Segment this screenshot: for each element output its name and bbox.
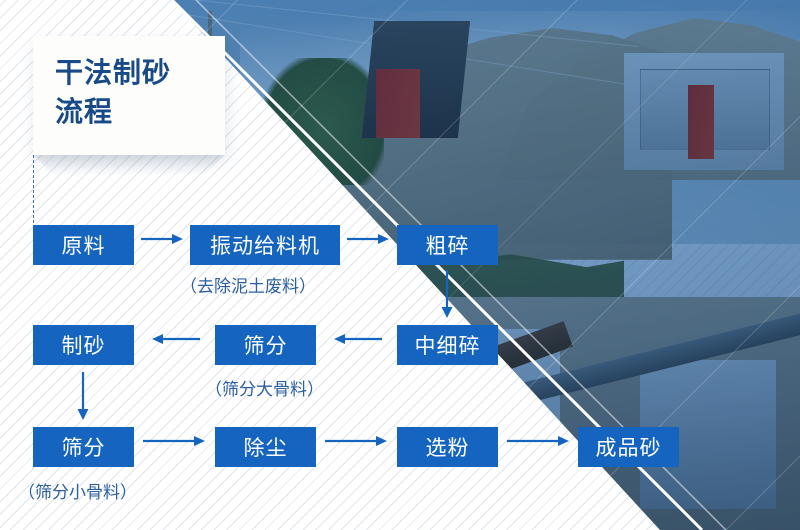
flow-box-r3-2[interactable]: 除尘 xyxy=(215,427,316,467)
flow-box-label: 筛分 xyxy=(243,334,288,358)
flow-box-label: 成品砂 xyxy=(595,436,662,460)
flow-box-r3-3[interactable]: 选粉 xyxy=(397,427,498,467)
flow-box-label: 筛分 xyxy=(61,436,106,460)
flow-box-r2-1[interactable]: 制砂 xyxy=(33,325,134,365)
arrow-right-r3-3 xyxy=(507,432,569,450)
flow-box-label: 粗碎 xyxy=(425,234,470,258)
page-title: 干法制砂 流程 xyxy=(55,56,172,128)
flow-box-label: 中细碎 xyxy=(414,334,481,358)
v-arrow-coarse-to-medium xyxy=(438,270,456,318)
dashed-guide-line xyxy=(33,155,34,223)
flow-box-r1-2[interactable]: 振动给料机 xyxy=(190,225,340,265)
flow-box-r1-1[interactable]: 原料 xyxy=(33,225,134,265)
arrow-left-r2-2 xyxy=(334,330,382,348)
flow-box-label: 除尘 xyxy=(243,436,288,460)
arrow-right-r3-1 xyxy=(143,432,205,450)
flow-caption-r1: （去除泥土废料） xyxy=(180,277,316,297)
arrow-right-r3-2 xyxy=(325,432,387,450)
title-card-shadow xyxy=(33,155,225,177)
arrow-left-r2-1 xyxy=(152,330,200,348)
flow-box-r2-3[interactable]: 中细碎 xyxy=(397,325,498,365)
title-card: 干法制砂 流程 xyxy=(33,36,225,155)
flow-box-label: 原料 xyxy=(61,234,106,258)
flow-caption-r2: （筛分大骨料） xyxy=(205,380,324,400)
flow-box-r3-4[interactable]: 成品砂 xyxy=(578,427,679,467)
arrow-right-r1-2 xyxy=(347,230,389,248)
flow-box-r2-2[interactable]: 筛分 xyxy=(215,325,316,365)
flow-box-label: 振动给料机 xyxy=(210,234,320,258)
arrow-right-r1-1 xyxy=(141,230,183,248)
flow-box-r1-3[interactable]: 粗碎 xyxy=(397,225,498,265)
v-arrow-sandmaking-to-screen xyxy=(74,372,92,420)
flow-box-label: 制砂 xyxy=(61,334,106,358)
flow-box-label: 选粉 xyxy=(425,436,470,460)
flow-box-r3-1[interactable]: 筛分 xyxy=(33,427,134,467)
flow-caption-r3: （筛分小骨料） xyxy=(18,483,137,503)
